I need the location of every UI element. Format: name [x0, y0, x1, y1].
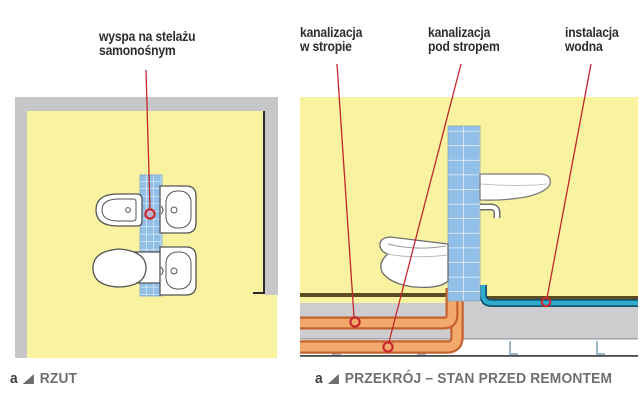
- label-sewage-under-slab: kanalizacja pod stropem: [428, 26, 500, 54]
- ceiling-line: [300, 355, 638, 357]
- sewage-pipe-under-slab: [300, 288, 464, 354]
- washbasin-trap: [480, 203, 501, 218]
- caption-plan: a RZUT: [10, 371, 77, 386]
- plan-view-diagram: [15, 69, 278, 358]
- toilet-plan: [92, 248, 162, 288]
- bidet-plan: [95, 193, 143, 227]
- label-island-frame: wyspa na stelażu samonośnym: [99, 29, 196, 58]
- section-view-diagram: [300, 63, 638, 357]
- toilet-section: [379, 236, 449, 289]
- floor-finish-left: [300, 293, 452, 297]
- caption-section-index: a: [315, 370, 323, 387]
- plan-wall-line: [253, 111, 265, 294]
- label-sewage-under-slab-line1: kanalizacja: [428, 25, 491, 40]
- caption-plan-index: a: [10, 370, 18, 387]
- caption-triangle-icon: [328, 374, 340, 384]
- caption-section-title: PRZEKRÓJ – STAN PRZED REMONTEM: [344, 370, 613, 387]
- washbasin-plan-top: [159, 185, 197, 234]
- section-island-tiles: [447, 125, 481, 302]
- floor-finish-right: [480, 296, 638, 300]
- washbasin-section: [479, 173, 551, 201]
- label-water-supply-line1: instalacja: [565, 25, 619, 40]
- label-water-supply: instalacja wodna: [565, 26, 619, 54]
- label-island-frame-line2: samonośnym: [99, 43, 176, 58]
- caption-triangle-icon: [23, 374, 35, 384]
- water-pipe: [479, 285, 638, 307]
- label-water-supply-line2: wodna: [565, 39, 603, 54]
- sewage-pipe-in-slab: [300, 288, 459, 330]
- washbasin-plan-bottom: [159, 246, 197, 296]
- marker-sewage-under-slab: [382, 341, 394, 353]
- marker-island: [144, 208, 156, 220]
- label-sewage-in-slab: kanalizacja w stropie: [300, 26, 362, 54]
- label-sewage-in-slab-line1: kanalizacja: [300, 25, 363, 40]
- label-sewage-under-slab-line2: pod stropem: [428, 39, 500, 54]
- caption-section: a PRZEKRÓJ – STAN PRZED REMONTEM: [315, 371, 612, 386]
- marker-water-pipe: [540, 296, 552, 308]
- label-island-frame-line1: wyspa na stelażu: [99, 29, 196, 44]
- marker-sewage-in-slab: [349, 316, 361, 328]
- leader-island: [145, 69, 151, 210]
- label-sewage-in-slab-line2: w stropie: [300, 39, 352, 54]
- caption-plan-title: RZUT: [39, 370, 78, 387]
- section-leaders: [336, 63, 592, 353]
